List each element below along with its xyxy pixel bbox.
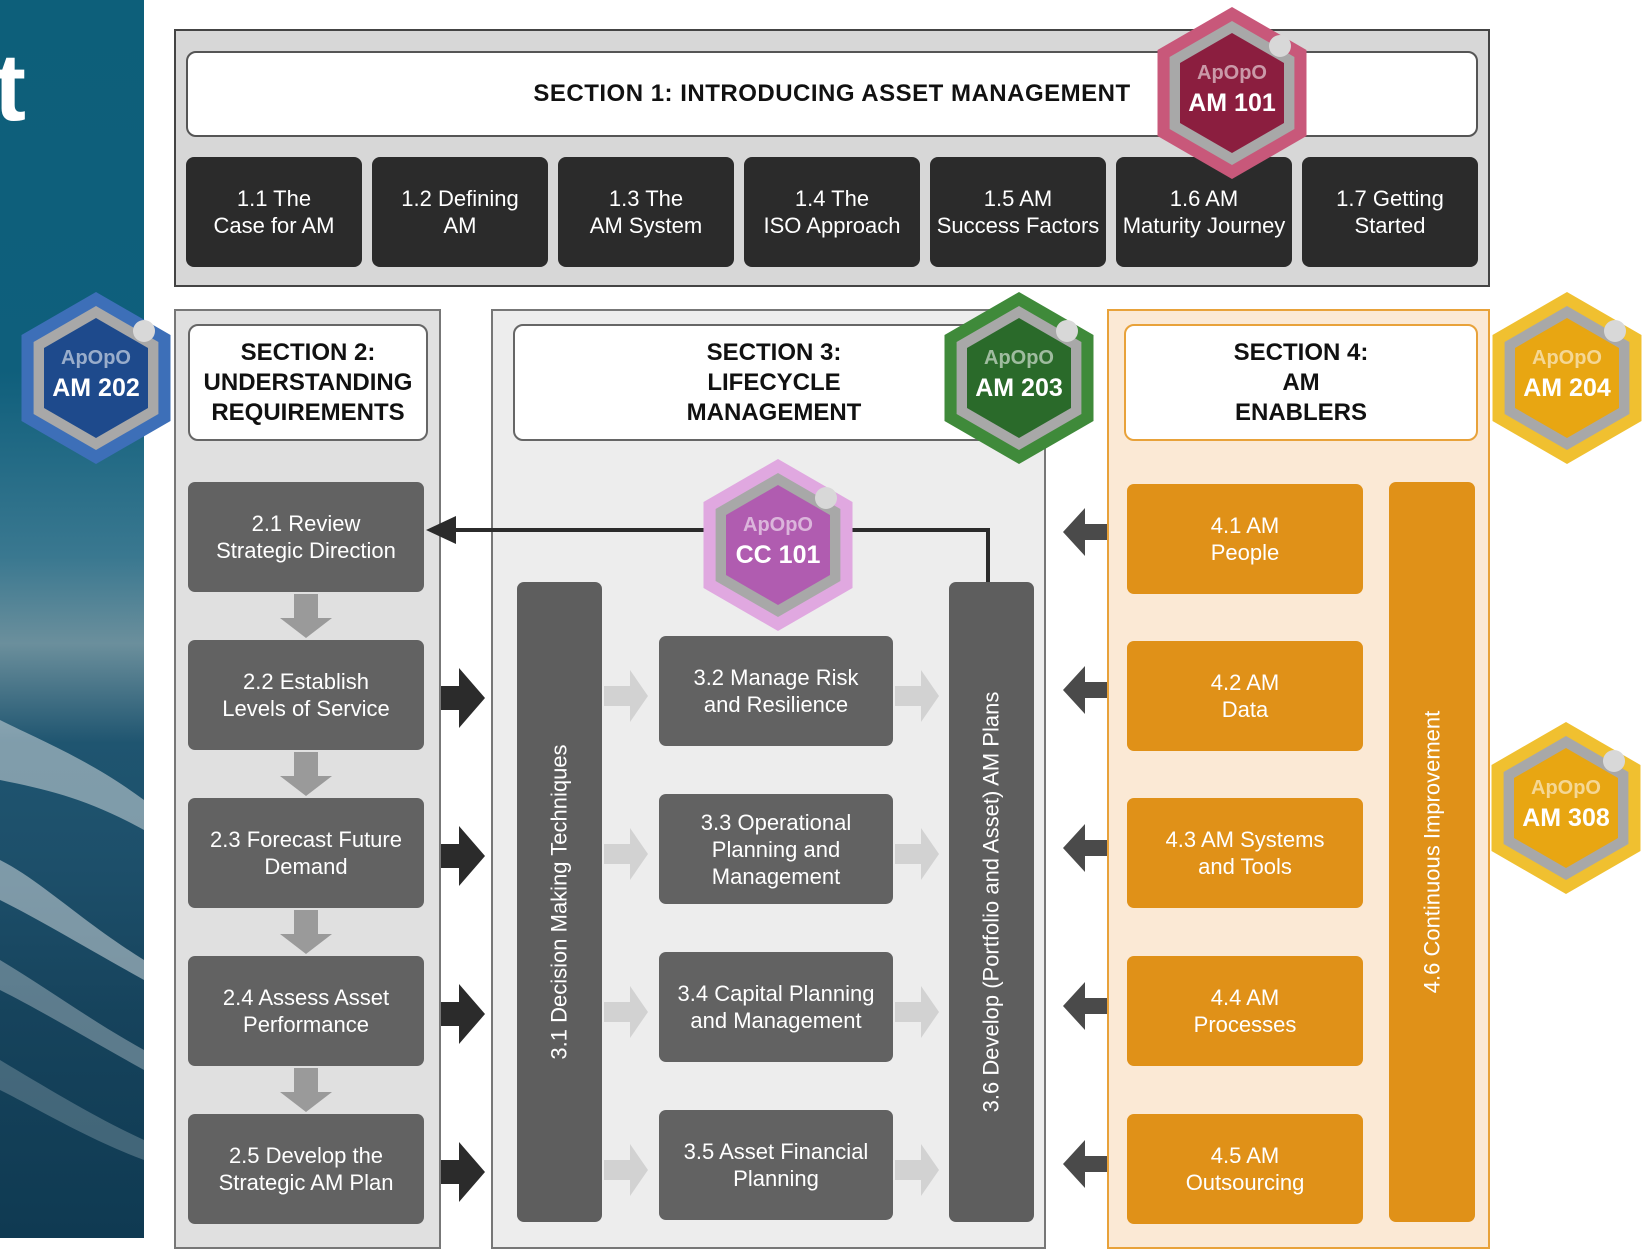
badge-am-101[interactable]: ApOpO AM 101	[1142, 0, 1322, 188]
badge-core	[1180, 33, 1284, 153]
develop-am-plans-bar[interactable]: 3.6 Develop (Portfolio and Asset) AM Pla…	[949, 582, 1034, 1222]
decision-making-label: 3.1 Decision Making Techniques	[546, 744, 572, 1060]
badge-pin-icon	[1056, 320, 1078, 342]
step-2-4[interactable]: 2.4 Assess Asset Performance	[188, 956, 424, 1066]
step-3-4[interactable]: 3.4 Capital Planning and Management	[659, 952, 893, 1062]
step-2-1[interactable]: 2.1 Review Strategic Direction	[188, 482, 424, 592]
step-4-2[interactable]: 4.2 AM Data	[1127, 641, 1363, 751]
badge-am-204[interactable]: ApOpO AM 204	[1477, 283, 1646, 473]
step-3-5[interactable]: 3.5 Asset Financial Planning	[659, 1110, 893, 1220]
badge-code: AM 202	[52, 374, 140, 402]
badge-code: AM 203	[975, 374, 1063, 402]
develop-am-plans-label: 3.6 Develop (Portfolio and Asset) AM Pla…	[978, 691, 1004, 1113]
module-1-6[interactable]: 1.6 AM Maturity Journey	[1116, 157, 1292, 267]
step-2-5[interactable]: 2.5 Develop the Strategic AM Plan	[188, 1114, 424, 1224]
continuous-improvement-label: 4.6 Continuous Improvement	[1419, 710, 1444, 994]
module-1-2[interactable]: 1.2 Defining AM	[372, 157, 548, 267]
badge-core	[1514, 748, 1618, 868]
step-4-5[interactable]: 4.5 AM Outsourcing	[1127, 1114, 1363, 1224]
module-1-4[interactable]: 1.4 The ISO Approach	[744, 157, 920, 267]
badge-brand: ApOpO	[1532, 347, 1602, 369]
step-4-4[interactable]: 4.4 AM Processes	[1127, 956, 1363, 1066]
section-4-title: SECTION 4: AM ENABLERS	[1124, 324, 1478, 441]
step-2-2[interactable]: 2.2 Establish Levels of Service	[188, 640, 424, 750]
badge-code: CC 101	[736, 541, 821, 569]
section-2-right-arrows	[441, 668, 485, 1202]
badge-code: AM 101	[1188, 89, 1276, 117]
step-4-1[interactable]: 4.1 AM People	[1127, 484, 1363, 594]
badge-brand: ApOpO	[984, 347, 1054, 369]
coastline-graphic	[0, 720, 144, 1160]
module-1-7[interactable]: 1.7 Getting Started	[1302, 157, 1478, 267]
badge-brand: ApOpO	[61, 347, 131, 369]
ocean-image-strip: t	[0, 0, 144, 1238]
badge-pin-icon	[815, 487, 837, 509]
badge-brand: ApOpO	[743, 514, 813, 536]
section-4-left-arrows	[1063, 508, 1107, 1188]
module-1-5[interactable]: 1.5 AM Success Factors	[930, 157, 1106, 267]
step-3-2[interactable]: 3.2 Manage Risk and Resilience	[659, 636, 893, 746]
badge-brand: ApOpO	[1531, 777, 1601, 799]
step-4-3[interactable]: 4.3 AM Systems and Tools	[1127, 798, 1363, 908]
feedback-loop-arrow	[426, 516, 990, 582]
badge-core	[967, 318, 1071, 438]
section-2-title: SECTION 2: UNDERSTANDING REQUIREMENTS	[188, 324, 428, 441]
badge-code: AM 308	[1522, 804, 1610, 832]
badge-am-203[interactable]: ApOpO AM 203	[929, 283, 1109, 473]
badge-pin-icon	[133, 320, 155, 342]
badge-code: AM 204	[1523, 374, 1611, 402]
step-2-3[interactable]: 2.3 Forecast Future Demand	[188, 798, 424, 908]
continuous-improvement-bar[interactable]: 4.6 Continuous Improvement	[1389, 482, 1475, 1222]
module-1-3[interactable]: 1.3 The AM System	[558, 157, 734, 267]
badge-am-308[interactable]: ApOpO AM 308	[1476, 713, 1646, 903]
badge-am-202[interactable]: ApOpO AM 202	[6, 283, 186, 473]
decision-making-bar[interactable]: 3.1 Decision Making Techniques	[517, 582, 602, 1222]
badge-cc-101[interactable]: ApOpO CC 101	[688, 450, 868, 640]
module-1-1[interactable]: 1.1 The Case for AM	[186, 157, 362, 267]
badge-pin-icon	[1604, 320, 1626, 342]
badge-pin-icon	[1603, 750, 1625, 772]
badge-brand: ApOpO	[1197, 62, 1267, 84]
cut-off-title-letter: t	[0, 34, 26, 141]
badge-core	[44, 318, 148, 438]
badge-core	[726, 485, 830, 605]
section-3-internal-arrows	[604, 670, 939, 1196]
badge-pin-icon	[1269, 35, 1291, 57]
badge-core	[1515, 318, 1619, 438]
step-3-3[interactable]: 3.3 Operational Planning and Management	[659, 794, 893, 904]
section-2-down-arrows	[280, 594, 332, 1112]
